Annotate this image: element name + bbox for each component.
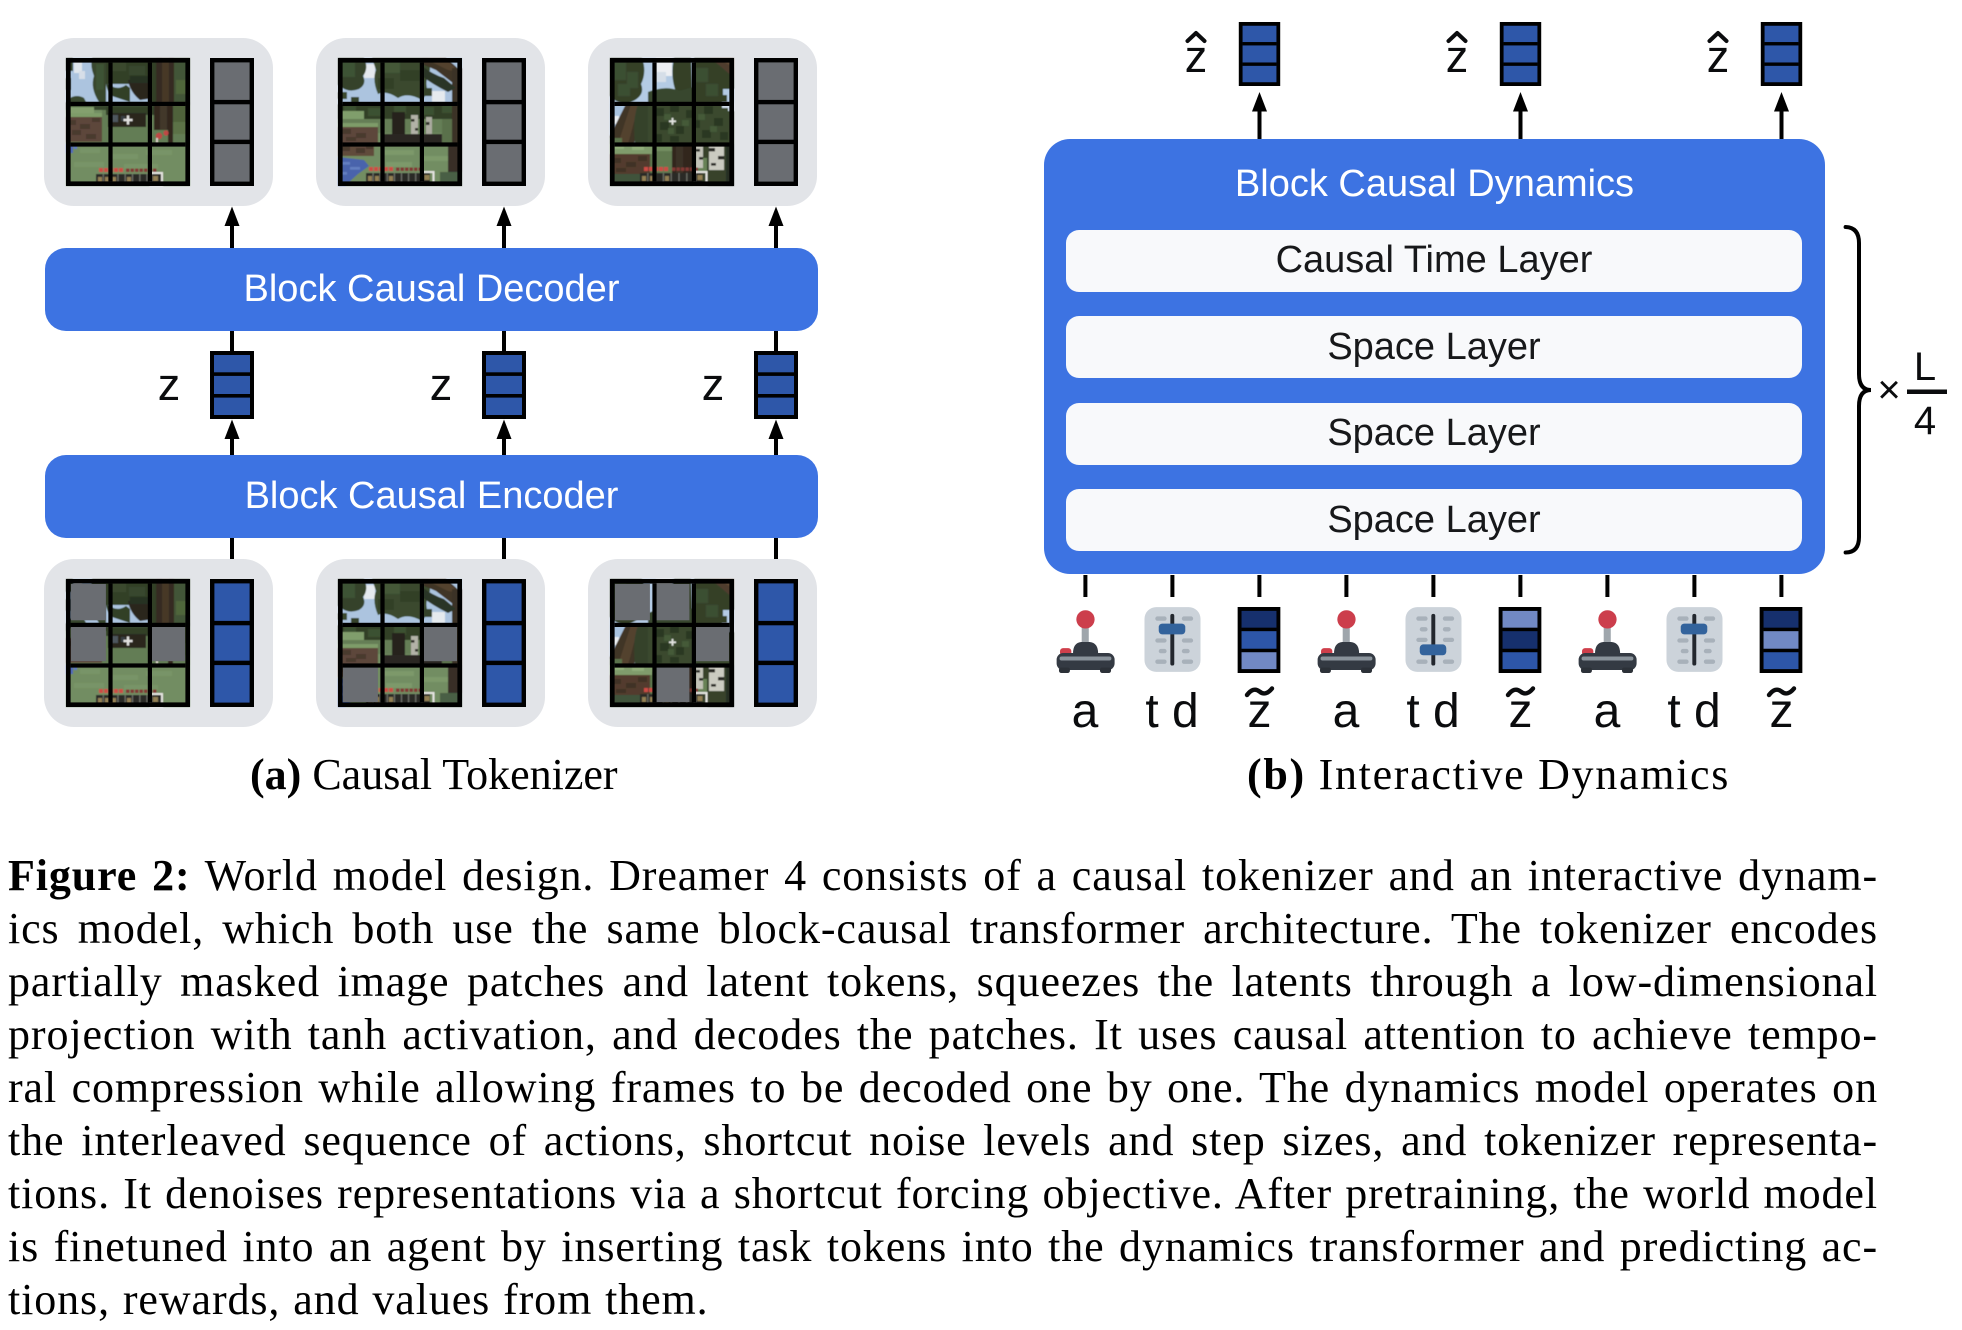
- svg-text:z: z: [430, 359, 453, 410]
- svg-text:t d: t d: [1145, 685, 1198, 738]
- svg-text:a: a: [1594, 685, 1621, 738]
- svg-text:×: ×: [1877, 368, 1900, 412]
- svg-text:4: 4: [1914, 399, 1936, 443]
- svg-text:a: a: [1333, 685, 1360, 738]
- svg-text:z: z: [158, 359, 181, 410]
- svg-text:t d: t d: [1406, 685, 1459, 738]
- svg-text:z: z: [1185, 31, 1208, 82]
- svg-text:z: z: [1446, 31, 1469, 82]
- svg-text:t d: t d: [1667, 685, 1720, 738]
- svg-text:L: L: [1914, 345, 1936, 389]
- svg-text:z: z: [702, 359, 725, 410]
- svg-text:z: z: [1707, 31, 1730, 82]
- svg-text:a: a: [1072, 685, 1099, 738]
